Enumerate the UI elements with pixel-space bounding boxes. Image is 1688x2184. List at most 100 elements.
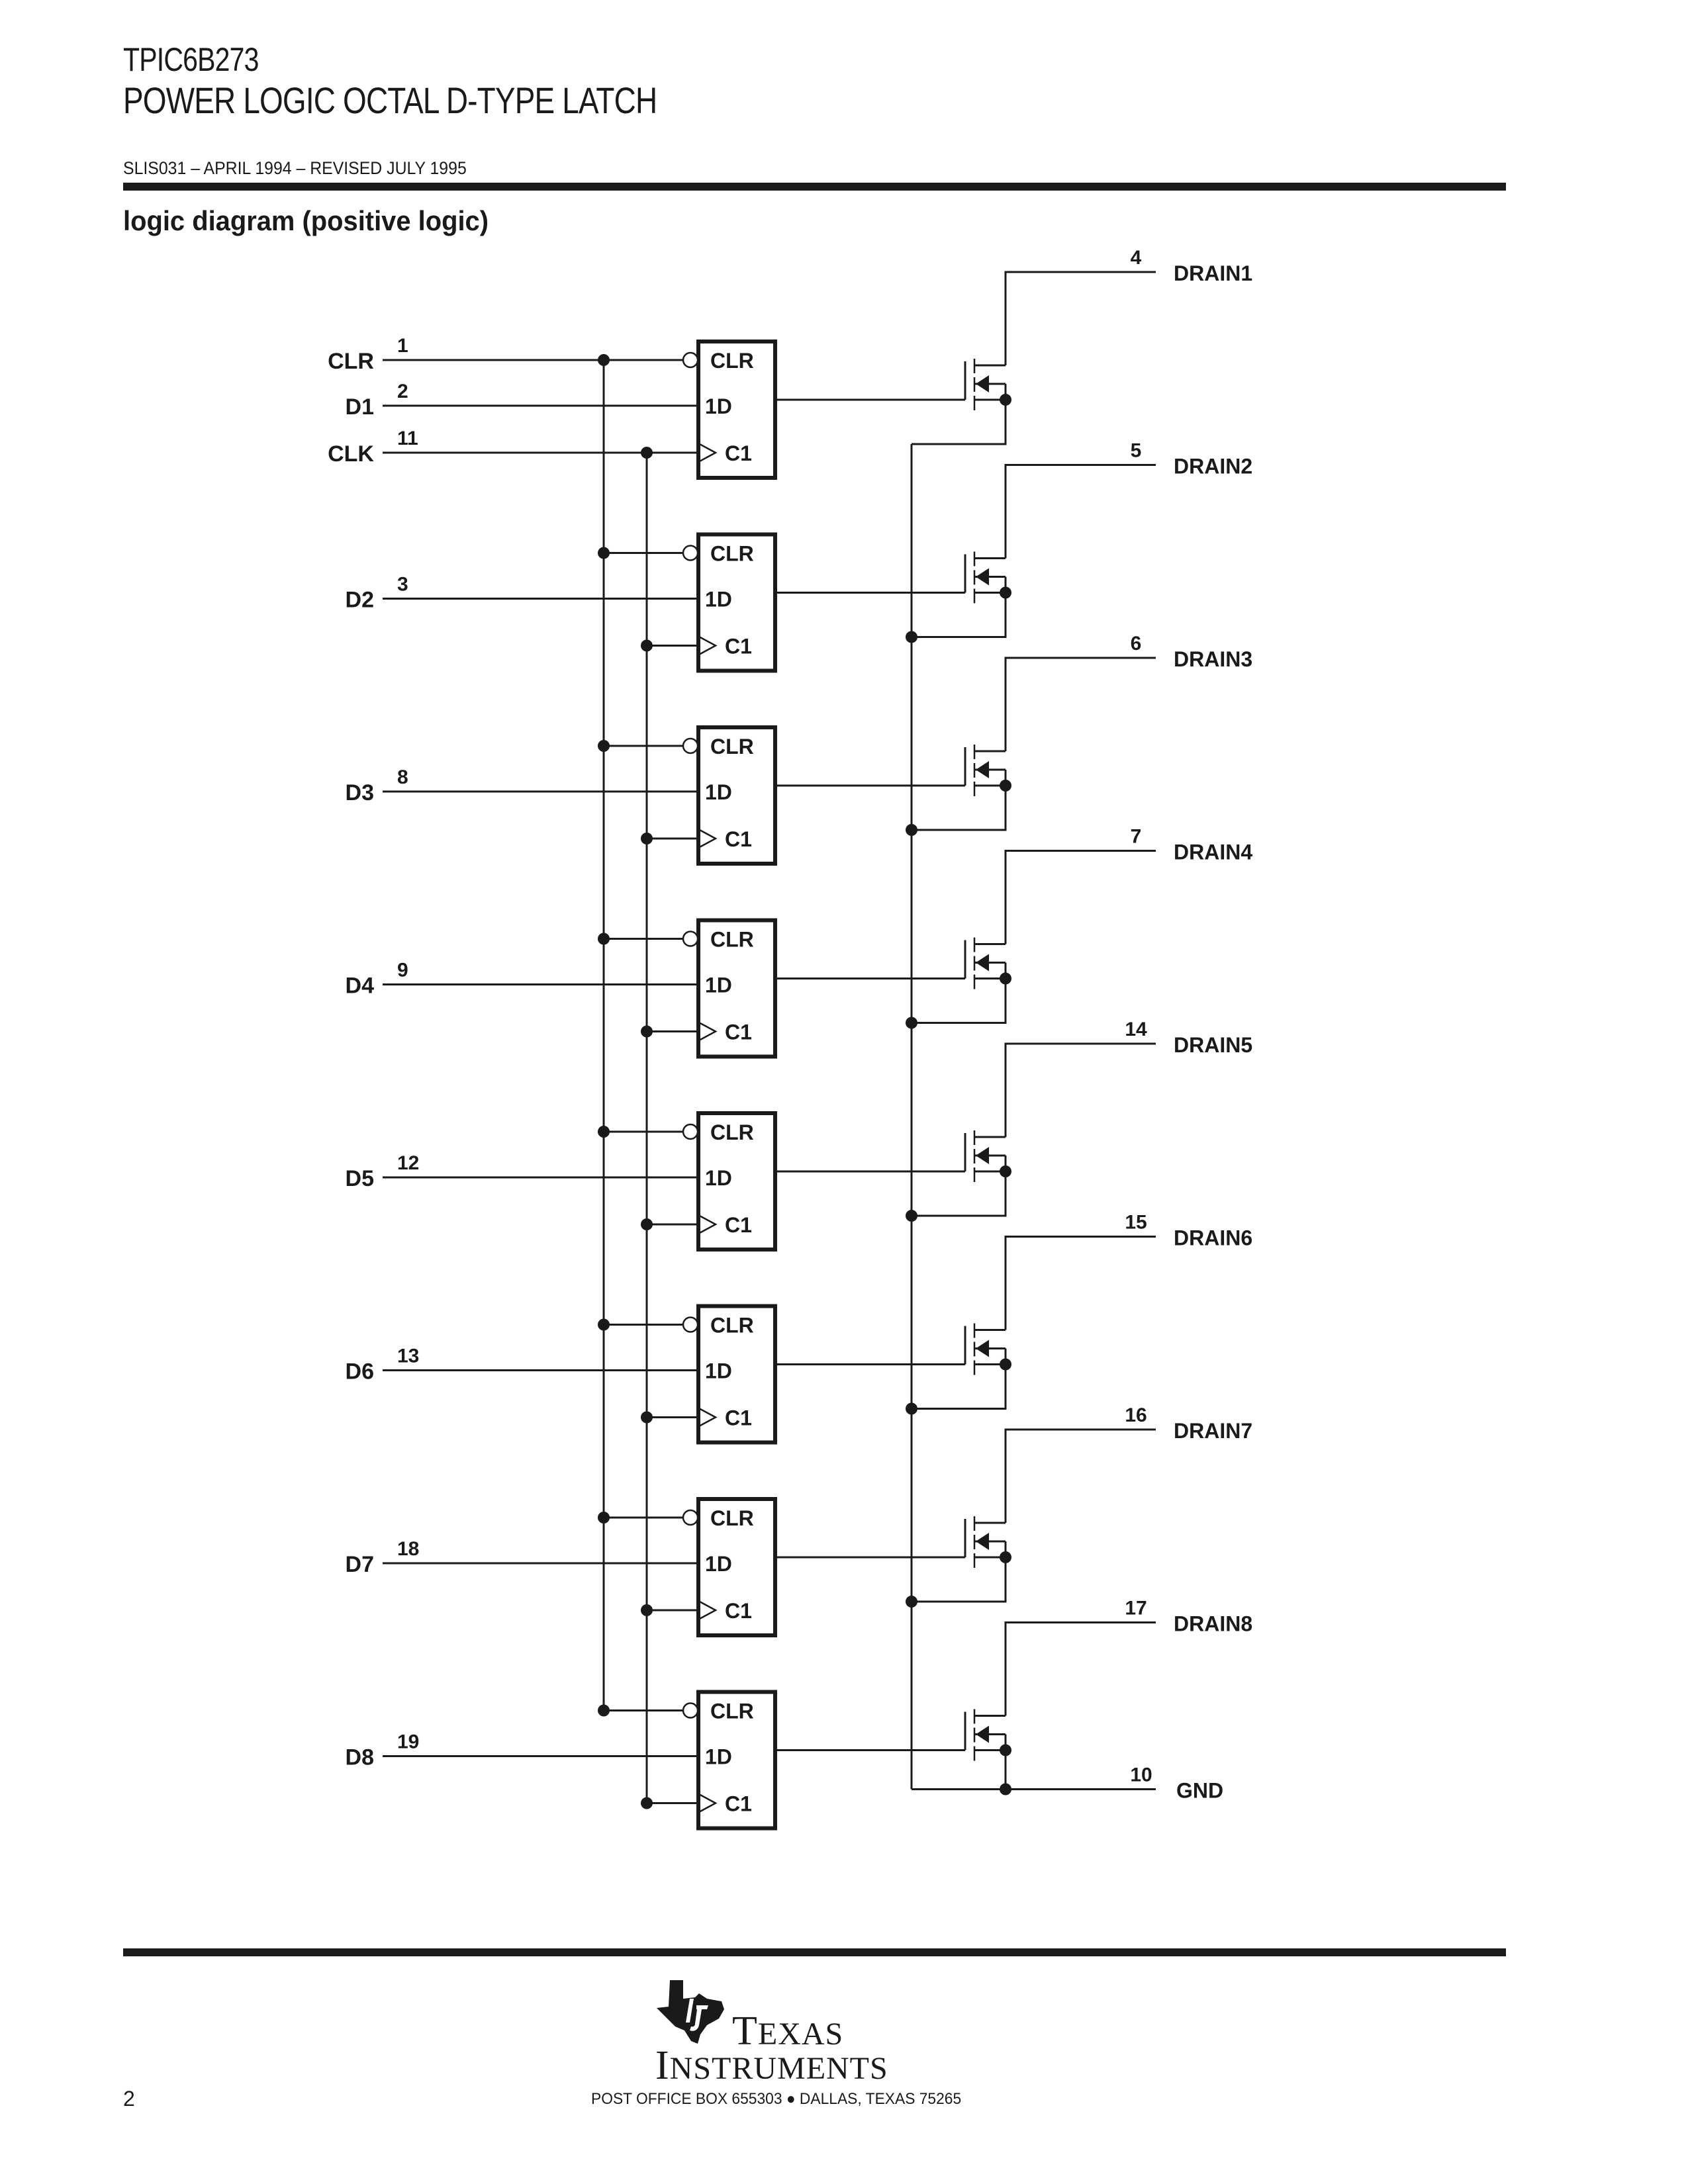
latch-d-label: 1D: [705, 1166, 732, 1190]
footer-rule: [123, 1948, 1506, 1956]
drain-output-wire: [1004, 1236, 1156, 1330]
drain-pin-number: 5: [1131, 440, 1142, 462]
latch-clr-label: CLR: [710, 735, 754, 758]
junction-dot: [1000, 1783, 1011, 1796]
clock-edge-icon: [698, 442, 718, 463]
junction-dot: [598, 547, 610, 559]
clock-edge-icon: [698, 1600, 718, 1621]
drain-output-label: DRAIN5: [1174, 1033, 1252, 1057]
drain-output-label: DRAIN6: [1174, 1226, 1252, 1250]
clock-edge-icon: [698, 1407, 718, 1428]
latch-d-label: 1D: [705, 1745, 732, 1769]
source-ground-wire: [912, 1171, 1007, 1217]
inversion-bubble: [682, 351, 699, 369]
clock-edge-icon: [698, 1021, 718, 1042]
source-ground-wire: [912, 1364, 1007, 1410]
junction-dot: [641, 833, 653, 844]
source-ground-wire: [912, 400, 1007, 445]
latch-d-label: 1D: [705, 780, 732, 804]
drain-pin-number: 14: [1125, 1019, 1147, 1040]
latch-d-label: 1D: [705, 1359, 732, 1383]
inversion-bubble: [682, 1702, 699, 1719]
latch-clr-label: CLR: [710, 1506, 754, 1530]
footer-address: POST OFFICE BOX 655303 ● DALLAS, TEXAS 7…: [591, 2090, 962, 2108]
data-input-label: D7: [346, 1552, 374, 1577]
latch-clk-label: C1: [725, 1599, 752, 1623]
drain-output-label: DRAIN4: [1174, 841, 1252, 864]
data-input-label: D6: [346, 1359, 374, 1385]
clock-edge-icon: [698, 1793, 718, 1813]
input-label-clk: CLK: [328, 441, 374, 467]
drain-pin-number: 15: [1125, 1212, 1147, 1234]
body-diode-arrow-icon: [976, 761, 989, 778]
drain-pin-number: 16: [1125, 1404, 1147, 1426]
junction-dot: [598, 354, 610, 366]
junction-dot: [641, 1797, 653, 1809]
data-pin-number: 2: [397, 381, 408, 402]
drain-output-label: DRAIN1: [1174, 261, 1252, 285]
latch-clk-label: C1: [725, 635, 752, 659]
data-pin-number: 18: [397, 1538, 419, 1560]
junction-dot: [1000, 586, 1011, 599]
data-pin-number: 9: [397, 960, 408, 981]
junction-dot: [906, 1596, 917, 1608]
body-diode-arrow-icon: [976, 1340, 989, 1357]
latch-clr-label: CLR: [710, 349, 754, 373]
junction-dot: [598, 1126, 610, 1138]
junction-dot: [641, 1604, 653, 1616]
drain-pin-number: 4: [1131, 247, 1142, 269]
latch-clk-label: C1: [725, 1021, 752, 1044]
body-diode-arrow-icon: [976, 375, 989, 392]
junction-dot: [641, 1411, 653, 1424]
source-ground-wire: [912, 786, 1007, 831]
data-input-label: D1: [346, 394, 374, 420]
drain-output-wire: [1004, 1428, 1156, 1523]
source-ground-wire: [912, 592, 1007, 638]
drain-output-wire: [1004, 1042, 1156, 1137]
part-number: TPIC6B273: [123, 41, 259, 78]
latch-d-label: 1D: [705, 1552, 732, 1576]
clock-edge-icon: [698, 1214, 718, 1235]
logo-text-cap: I: [655, 2043, 670, 2088]
clock-edge-icon: [698, 828, 718, 849]
body-diode-arrow-icon: [976, 1725, 989, 1743]
latch-clr-label: CLR: [710, 1120, 754, 1144]
latch-clr-label: CLR: [710, 928, 754, 952]
gnd-label: GND: [1176, 1779, 1223, 1803]
junction-dot: [906, 824, 917, 836]
document-id: SLIS031 – APRIL 1994 – REVISED JULY 1995: [123, 158, 467, 178]
data-pin-number: 19: [397, 1731, 419, 1753]
latch-d-label: 1D: [705, 588, 732, 612]
junction-dot: [598, 1704, 610, 1717]
data-input-label: D8: [346, 1745, 374, 1770]
junction-dot: [598, 933, 610, 945]
data-pin-number: 13: [397, 1345, 419, 1367]
logo-text-cap: T: [732, 2009, 758, 2054]
inversion-bubble: [682, 1509, 699, 1526]
latch-clk-label: C1: [725, 1213, 752, 1237]
body-diode-arrow-icon: [976, 954, 989, 972]
ti-logo: [655, 1979, 728, 2048]
junction-dot: [641, 447, 653, 459]
data-input-label: D2: [346, 588, 374, 613]
drain-output-label: DRAIN7: [1174, 1419, 1252, 1443]
gnd-pin-number: 10: [1130, 1764, 1152, 1786]
drain-output-label: DRAIN8: [1174, 1612, 1252, 1636]
drain-output-wire: [1004, 1621, 1156, 1716]
latch-d-label: 1D: [705, 974, 732, 997]
section-title: logic diagram (positive logic): [123, 205, 489, 236]
inversion-bubble: [682, 1316, 699, 1333]
drain-pin-number: 17: [1125, 1598, 1147, 1619]
latch-clr-label: CLR: [710, 1700, 754, 1723]
latch-box: [696, 1111, 777, 1251]
clock-edge-icon: [698, 635, 718, 656]
latch-clk-label: C1: [725, 441, 752, 465]
junction-dot: [1000, 780, 1011, 792]
data-input-label: D3: [346, 780, 374, 805]
source-ground-wire: [912, 978, 1007, 1024]
junction-dot: [641, 1025, 653, 1038]
latch-box: [696, 1690, 777, 1831]
latch-clk-label: C1: [725, 1792, 752, 1816]
ti-logo-texas: TEXAS: [732, 2011, 843, 2055]
